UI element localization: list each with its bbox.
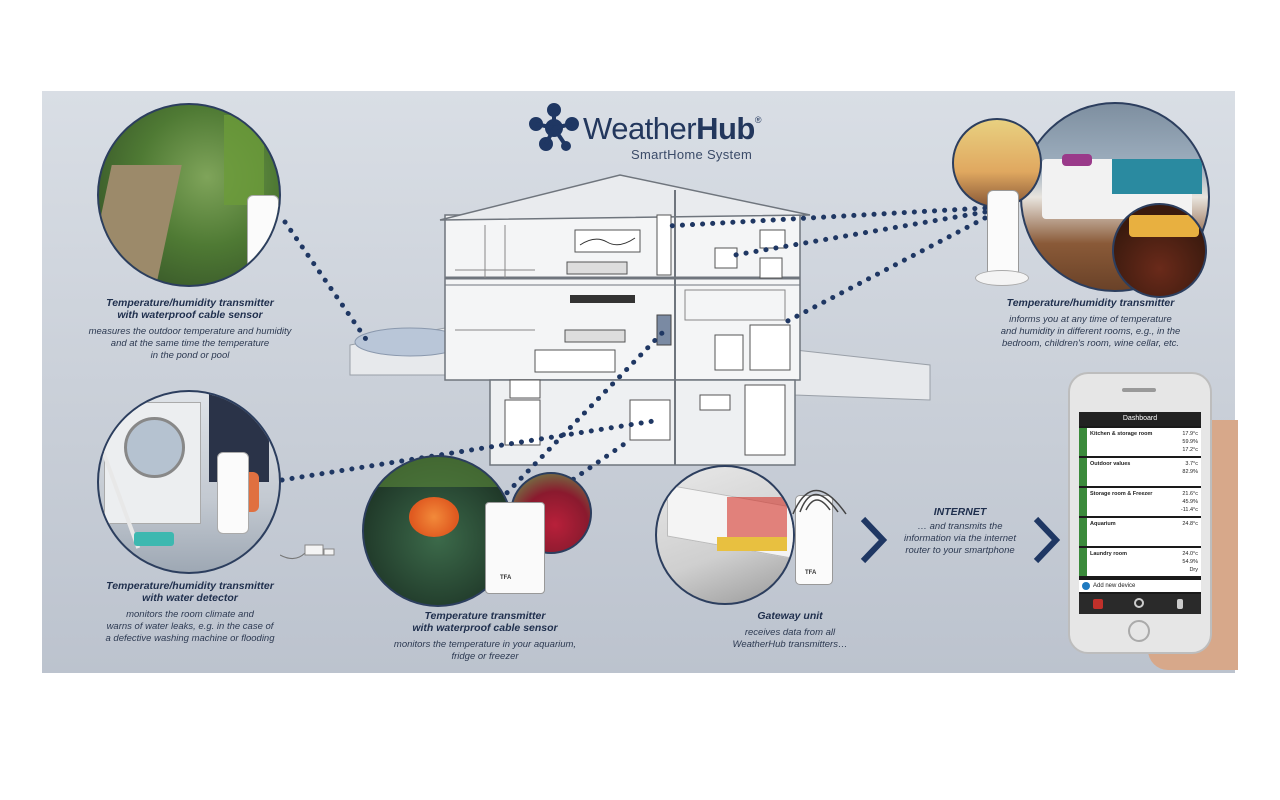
phone-row-value: -11.4°c: [1180, 507, 1198, 513]
phone-row-value: 17.2°c: [1182, 447, 1198, 453]
phone-row-value: 24.0°c: [1182, 551, 1198, 557]
pond-desc-1: measures the outdoor temperature and hum…: [88, 326, 292, 337]
wireless-signal-icon: [792, 489, 847, 515]
phone-row-value: 45.9%: [1182, 499, 1198, 505]
pond-desc-3: in the pond or pool: [150, 350, 230, 361]
add-device-button[interactable]: Add new device: [1079, 580, 1201, 592]
phone-dashboard-row[interactable]: Kitchen & storage room 17.9°c 59.9% 17.2°c: [1079, 428, 1201, 456]
phone-row-value: Dry: [1189, 567, 1198, 573]
water-desc-1: monitors the room climate and: [126, 609, 254, 620]
room-connection-line-3: [777, 215, 988, 328]
phone-screen: Dashboard Kitchen & storage room 17.9°c 59…: [1079, 412, 1201, 614]
internet-desc-2: information via the internet: [904, 533, 1016, 544]
rooms-caption: Temperature/humidity transmitter informs…: [968, 297, 1213, 350]
weatherhub-logo-icon: [529, 103, 579, 151]
internet-desc-3: router to your smartphone: [905, 545, 1015, 556]
water-title: Temperature/humidity transmitter: [106, 580, 274, 592]
smartphone: Dashboard Kitchen & storage room 17.9°c 59…: [1068, 372, 1212, 654]
logo-text: WeatherHub®: [583, 111, 762, 146]
phone-row-name: Aquarium: [1090, 521, 1116, 527]
settings-tab-icon[interactable]: [1134, 598, 1144, 608]
phone-dashboard-row[interactable]: Laundry room 24.0°c 54.9% Dry: [1079, 548, 1201, 576]
rooms-desc-1: informs you at any time of temperature: [1009, 314, 1172, 325]
phone-row-name: Kitchen & storage room: [1090, 431, 1153, 437]
phone-row-value: 24.8°c: [1182, 521, 1198, 527]
home-tab-icon[interactable]: [1093, 599, 1103, 609]
water-detector-photo: [97, 390, 281, 574]
aquarium-connection-line: [497, 327, 668, 503]
phone-tab-bar: [1079, 594, 1201, 614]
pond-transmitter-photo: [97, 103, 281, 287]
pond-title-2: with waterproof cable sensor: [117, 309, 263, 321]
gateway-title: Gateway unit: [757, 610, 823, 622]
internet-title: INTERNET: [933, 506, 987, 518]
aquarium-desc-2: fridge or freezer: [451, 651, 519, 662]
water-desc-3: a defective washing machine or flooding: [105, 633, 275, 644]
aquarium-title-2: with waterproof cable sensor: [412, 622, 558, 634]
aquarium-caption: Temperature transmitter with waterproof …: [370, 610, 600, 663]
phone-row-value: 82.9%: [1182, 469, 1198, 475]
phone-row-value: 59.9%: [1182, 439, 1198, 445]
phone-row-name: Storage room & Freezer: [1090, 491, 1153, 497]
phone-row-name: Outdoor values: [1090, 461, 1131, 467]
water-caption: Temperature/humidity transmitter with wa…: [70, 580, 310, 645]
pond-caption: Temperature/humidity transmitter with wa…: [70, 297, 310, 362]
aquarium-desc-1: monitors the temperature in your aquariu…: [393, 639, 577, 650]
water-desc-2: warns of water leaks, e.g. in the case o…: [106, 621, 274, 632]
chevron-right-icon-2: [1033, 516, 1061, 564]
gateway-desc-1: receives data from all: [744, 627, 836, 638]
phone-row-value: 21.6°c: [1182, 491, 1198, 497]
gateway-device: TFA: [795, 495, 833, 585]
water-title-2: with water detector: [142, 592, 238, 604]
water-connection-line: [279, 417, 663, 483]
phone-dashboard-row[interactable]: Outdoor values 3.7°c 82.9%: [1079, 458, 1201, 486]
tfa-label: TFA: [500, 575, 512, 581]
phone-row-value: 54.9%: [1182, 559, 1198, 565]
internet-desc-1: … and transmits the: [917, 521, 1003, 532]
water-sensor-icon: [280, 544, 335, 559]
phone-row-value: 3.7°c: [1185, 461, 1198, 467]
room-transmitter-device: [987, 190, 1019, 277]
room-connection-line-1: [664, 205, 988, 229]
pond-desc-2: and at the same time the temperature: [110, 338, 270, 349]
logo-tagline: SmartHome System: [631, 147, 753, 162]
aquarium-transmitter-device: TFA: [485, 502, 545, 594]
phone-home-button[interactable]: [1128, 620, 1150, 642]
rooms-desc-3: bedroom, children's room, wine cellar, e…: [1001, 338, 1180, 349]
info-tab-icon[interactable]: [1177, 599, 1183, 609]
router-photo: [655, 465, 795, 605]
gateway-desc-2: WeatherHub transmitters…: [732, 639, 848, 650]
gateway-tfa-label: TFA: [805, 570, 817, 576]
pond-title: Temperature/humidity transmitter: [106, 297, 274, 309]
room-transmitter-base: [975, 270, 1029, 286]
phone-row-name: Laundry room: [1090, 551, 1127, 557]
internet-caption: INTERNET … and transmits the information…: [885, 506, 1035, 557]
add-device-label: Add new device: [1093, 583, 1136, 589]
phone-row-value: 17.9°c: [1182, 431, 1198, 437]
wine-cellar-photo: [1112, 203, 1207, 298]
room-connection-line-2: [732, 209, 988, 258]
chevron-right-icon: [860, 516, 888, 564]
phone-dashboard-row[interactable]: Storage room & Freezer 21.6°c 45.9% -11.4°c: [1079, 488, 1201, 516]
aquarium-title: Temperature transmitter: [424, 610, 546, 622]
aquarium-photo: [362, 455, 514, 607]
gateway-caption: Gateway unit receives data from all Weat…: [700, 610, 880, 651]
freezer-connection-line: [562, 437, 633, 488]
phone-header: Dashboard: [1079, 412, 1201, 426]
rooms-title: Temperature/humidity transmitter: [1006, 297, 1175, 309]
rooms-desc-2: and humidity in different rooms, e.g., i…: [1000, 326, 1181, 337]
phone-dashboard-row[interactable]: Aquarium 24.8°c: [1079, 518, 1201, 546]
